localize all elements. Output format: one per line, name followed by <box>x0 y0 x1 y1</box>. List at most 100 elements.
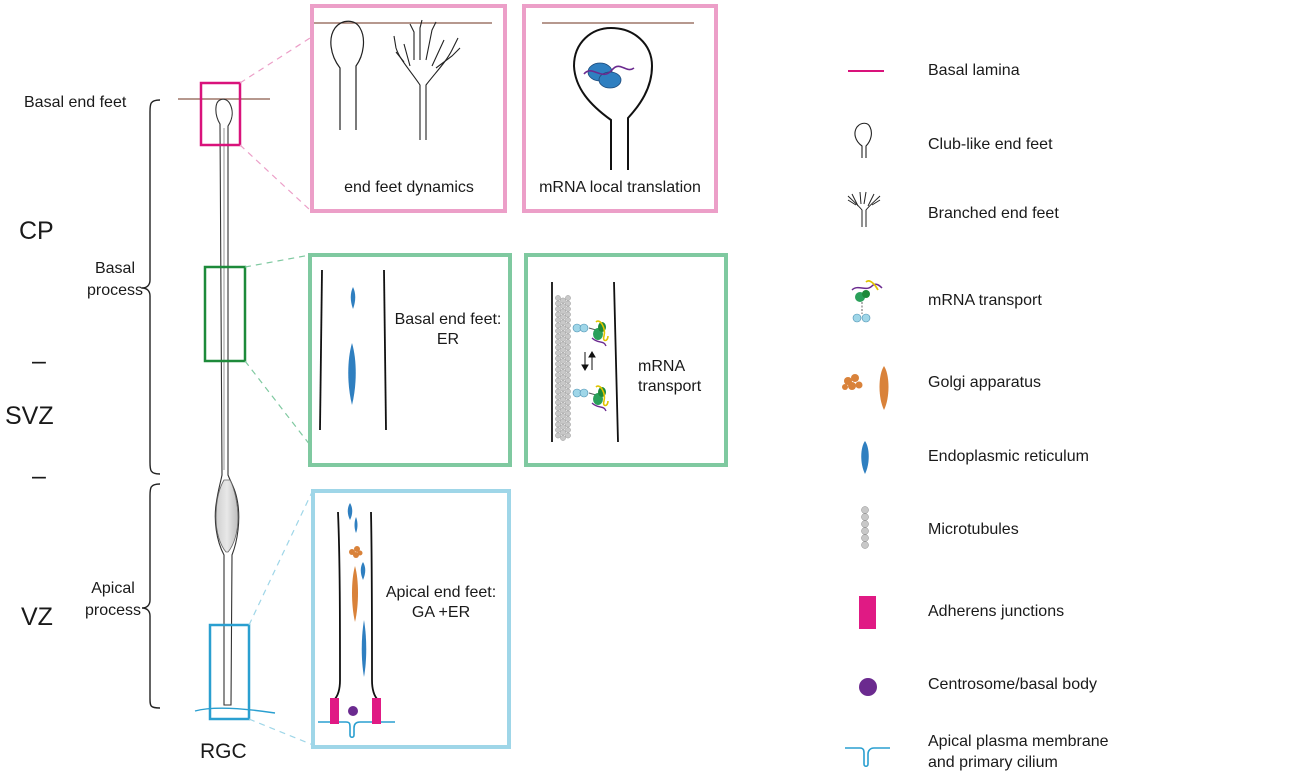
motor-protein-top <box>572 320 609 347</box>
panel-mrna-transport <box>524 253 728 467</box>
microtubule-dimer <box>560 424 566 430</box>
microtubule-dimer <box>565 399 571 406</box>
microtubule-dimer <box>560 418 566 425</box>
microtubule-dimer <box>560 402 566 408</box>
microtubule-dimer <box>555 372 561 378</box>
microtubule-dimer <box>560 319 566 326</box>
microtubule-dimer <box>555 355 561 362</box>
microtubule-dimer <box>565 300 571 307</box>
panel-title-mrna-transport: mRNA transport <box>638 358 702 395</box>
microtubule-dimer <box>565 377 571 384</box>
microtubule-dimer <box>565 405 571 411</box>
panel-title-apical-ga-er: Apical end feet: GA +ER <box>385 584 497 621</box>
microtubule-dimer <box>565 372 571 378</box>
zone-svz: SVZ <box>5 402 54 430</box>
legend-label-adherens-junctions: Adherens junctions <box>928 603 1065 620</box>
er-icon <box>354 517 358 533</box>
panel-title-basal-er: Basal end feet: ER <box>394 311 502 348</box>
microtubule-dimer <box>560 336 566 342</box>
panel-end-feet-dynamics <box>310 4 507 213</box>
microtubule-dimer <box>555 295 561 301</box>
legend-centrosome-icon <box>859 678 877 696</box>
microtubule-dimer <box>565 306 571 312</box>
microtubule-dimer <box>555 300 561 307</box>
microtubule-dimer <box>560 341 566 348</box>
microtubule-dimer <box>555 333 561 340</box>
legend-er-icon <box>861 441 869 474</box>
branched-end-foot <box>393 19 461 140</box>
legend-label-centrosome: Centrosome/basal body <box>928 676 1097 693</box>
rgc-cell <box>178 98 276 714</box>
connector <box>244 254 311 268</box>
end-foot-enlarged <box>572 26 654 170</box>
connector <box>239 37 311 84</box>
microtubule-dimer <box>565 366 571 373</box>
microtubule-dimer <box>555 394 561 400</box>
microtubule-dimer <box>560 435 566 441</box>
panel-apical-ga-er <box>311 489 511 749</box>
microtubule-dimer <box>560 413 566 419</box>
microtubule-dimer <box>565 350 571 356</box>
microtubule-dimer <box>560 325 566 331</box>
zoom-box-endfeet <box>199 81 242 147</box>
microtubule-dimer <box>565 416 571 422</box>
microtubule-dimer <box>560 358 566 364</box>
process-wall <box>370 511 379 701</box>
motor-protein-bottom <box>572 385 609 412</box>
microtubule-dimer <box>565 427 571 433</box>
microtubule-dimer <box>560 380 566 386</box>
golgi-icon <box>352 566 358 622</box>
microtubule-dimer <box>560 308 566 315</box>
panel-basal-er <box>308 253 512 467</box>
legend-label-apical-membrane: Apical plasma membrane and primary ciliu… <box>928 733 1109 771</box>
er-icon <box>360 562 366 580</box>
microtubule-dimer <box>560 347 566 353</box>
microtubule-dimer <box>555 322 561 329</box>
legend-golgi-icon <box>842 366 889 410</box>
microtubule-dimer <box>565 410 571 417</box>
connector <box>248 718 314 746</box>
er-icon <box>348 343 356 405</box>
microtubule-bundle <box>555 295 571 441</box>
microtubule-dimer <box>560 391 566 397</box>
process-wall <box>613 281 619 443</box>
legend-label-mrna-transport: mRNA transport <box>928 292 1042 309</box>
microtubule-dimer <box>565 361 571 367</box>
microtubule-dimer <box>555 311 561 318</box>
microtubule-dimer <box>565 322 571 329</box>
legend-label-basal-lamina: Basal lamina <box>928 62 1020 79</box>
microtubule-dimer <box>555 383 561 389</box>
zone-divider: – <box>32 347 46 375</box>
microtubule-dimer <box>555 410 561 417</box>
zone-vz: VZ <box>21 603 53 631</box>
legend-label-er: Endoplasmic reticulum <box>928 448 1089 465</box>
microtubule-dimer <box>565 421 571 428</box>
microtubule-dimer <box>565 333 571 340</box>
club-end-foot <box>330 20 365 130</box>
microtubule-dimer <box>560 385 566 392</box>
microtubule-dimer <box>565 344 571 351</box>
microtubule-dimer <box>560 297 566 304</box>
er-icon <box>347 503 353 520</box>
microtubule-dimer <box>560 369 566 375</box>
microtubule-dimer <box>560 352 566 359</box>
microtubule-dimer <box>565 355 571 362</box>
microtubule-dimer <box>555 388 561 395</box>
microtubule-dimer <box>565 432 571 439</box>
microtubule-dimer <box>565 394 571 400</box>
microtubule-dimer <box>560 303 566 309</box>
legend-mrna-transport-icon <box>851 280 883 323</box>
microtubule-dimer <box>555 416 561 422</box>
zone-cp: CP <box>19 217 54 245</box>
microtubule-dimer <box>560 396 566 403</box>
microtubule-dimer <box>555 366 561 373</box>
apical-membrane <box>318 721 395 739</box>
legend-label-microtubules: Microtubules <box>928 521 1019 538</box>
microtubule-dimer <box>555 339 561 345</box>
microtubule-dimer <box>555 421 561 428</box>
rgc-outline <box>214 98 240 706</box>
microtubule-dimer <box>560 374 566 381</box>
label-basal-end-feet: Basal end feet <box>24 94 127 111</box>
legend-apical-membrane-icon <box>845 747 890 768</box>
